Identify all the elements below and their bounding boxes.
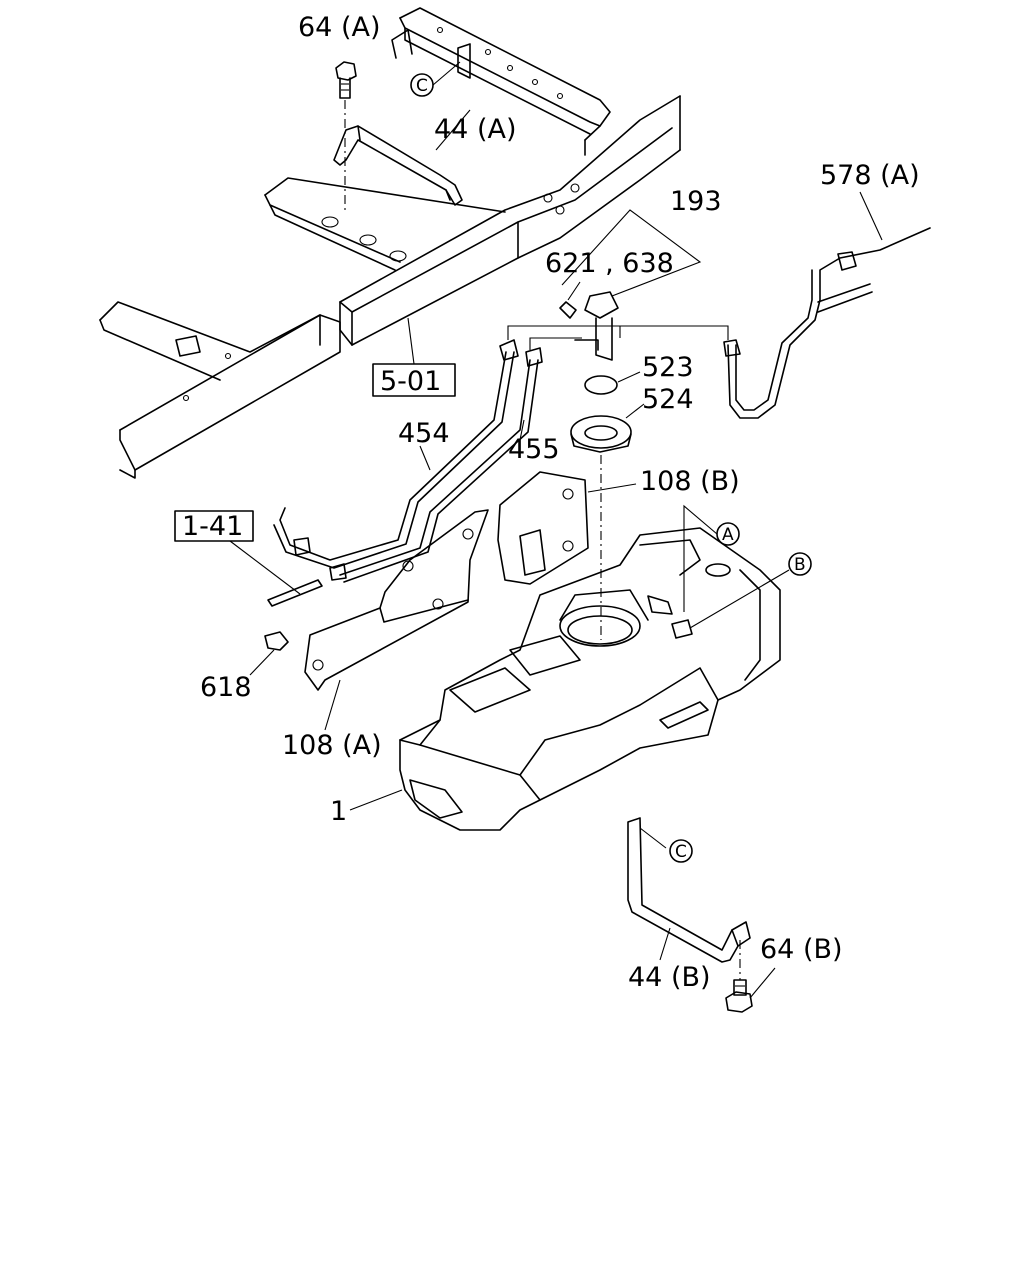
label-64b: 64 (B) bbox=[760, 934, 843, 965]
label-108a: 108 (A) bbox=[282, 730, 382, 761]
label-524: 524 bbox=[642, 384, 694, 415]
heat-shield-108a bbox=[304, 509, 489, 731]
label-44a: 44 (A) bbox=[434, 114, 516, 145]
label-1-41: 1-41 bbox=[182, 511, 243, 542]
label-64a: 64 (A) bbox=[298, 12, 380, 43]
label-1: 1 bbox=[330, 796, 347, 827]
fuel-tank bbox=[349, 527, 781, 831]
ref-circle-a bbox=[683, 504, 740, 612]
label-621-638: 621 , 638 bbox=[545, 248, 674, 279]
ref-circle-c-bottom bbox=[669, 839, 693, 863]
clip-618 bbox=[249, 631, 289, 676]
ref-circle-b bbox=[689, 552, 812, 629]
pipe-578a bbox=[723, 191, 931, 419]
label-618: 618 bbox=[200, 672, 252, 703]
label-b: B bbox=[794, 555, 806, 575]
label-a: A bbox=[722, 525, 734, 545]
label-c-top: C bbox=[416, 76, 428, 96]
bracket-44b bbox=[627, 817, 751, 963]
label-108b: 108 (B) bbox=[640, 466, 740, 497]
label-523: 523 bbox=[642, 352, 694, 383]
label-454: 454 bbox=[398, 418, 450, 449]
fuel-pump-assembly bbox=[507, 209, 729, 361]
bracket-44a bbox=[333, 109, 471, 206]
bolt-64b bbox=[725, 940, 776, 1013]
pipes-454-455 bbox=[273, 339, 543, 583]
ref-box-5-01 bbox=[372, 317, 456, 397]
label-c-bottom: C bbox=[675, 842, 687, 862]
chassis-frame bbox=[99, 7, 681, 479]
label-578a: 578 (A) bbox=[820, 160, 920, 191]
heat-shield-108b bbox=[497, 471, 637, 585]
o-ring-523 bbox=[584, 371, 641, 395]
label-455: 455 bbox=[508, 434, 560, 465]
ref-circle-c-top bbox=[410, 61, 461, 97]
label-5-01: 5-01 bbox=[380, 366, 441, 397]
label-44b: 44 (B) bbox=[628, 962, 711, 993]
label-193: 193 bbox=[670, 186, 722, 217]
bolt-64a bbox=[335, 61, 357, 210]
ref-box-1-41 bbox=[174, 510, 323, 607]
retainer-ring-524 bbox=[570, 403, 645, 640]
